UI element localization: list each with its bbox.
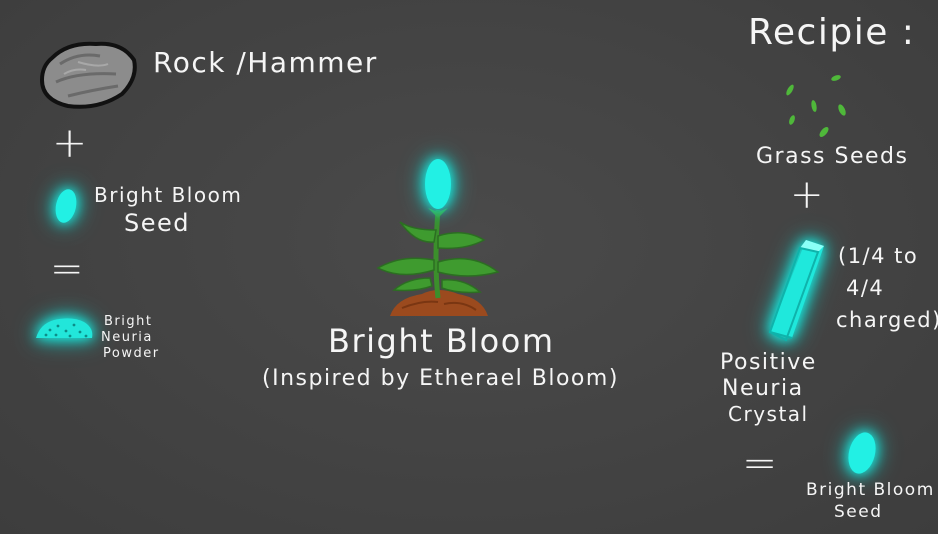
neuria-powder-icon	[36, 318, 93, 338]
powder-label-line2: Neuria	[101, 330, 153, 345]
crystal-label-line2: Neuria	[722, 376, 804, 401]
charge-note-line2: 4/4	[846, 276, 885, 300]
grass-seeds-label: Grass Seeds	[756, 144, 909, 169]
equals-sign: =	[50, 246, 86, 292]
powder-label-line1: Bright	[104, 314, 153, 329]
glowing-seed-icon	[55, 189, 77, 223]
glowing-seed-result-icon	[848, 432, 876, 474]
plant-title: Bright Bloom	[328, 322, 555, 360]
equals-sign-right: =	[742, 438, 779, 487]
recipe-heading: Recipie :	[748, 12, 916, 53]
plus-sign-right: +	[790, 172, 826, 218]
neuria-crystal-icon	[768, 240, 824, 342]
seed-label-line2: Seed	[124, 209, 190, 237]
crystal-label-line1: Positive	[720, 350, 817, 375]
tool-label: Rock /Hammer	[153, 46, 378, 79]
plus-sign: +	[52, 118, 89, 167]
powder-label-line3: Powder	[103, 346, 160, 361]
plant-subtitle: (Inspired by Etherael Bloom)	[262, 366, 619, 391]
charge-note-line3: charged)	[836, 308, 938, 332]
crystal-label-line3: Crystal	[728, 402, 809, 426]
rock-icon	[39, 41, 137, 109]
bright-bloom-plant-icon	[376, 159, 500, 316]
result-label-line1: Bright Bloom	[806, 480, 935, 500]
grass-seeds-icon	[786, 75, 846, 137]
seed-label-line1: Bright Bloom	[94, 183, 243, 207]
charge-note-line1: (1/4 to	[838, 244, 919, 268]
result-label-line2: Seed	[834, 502, 883, 522]
